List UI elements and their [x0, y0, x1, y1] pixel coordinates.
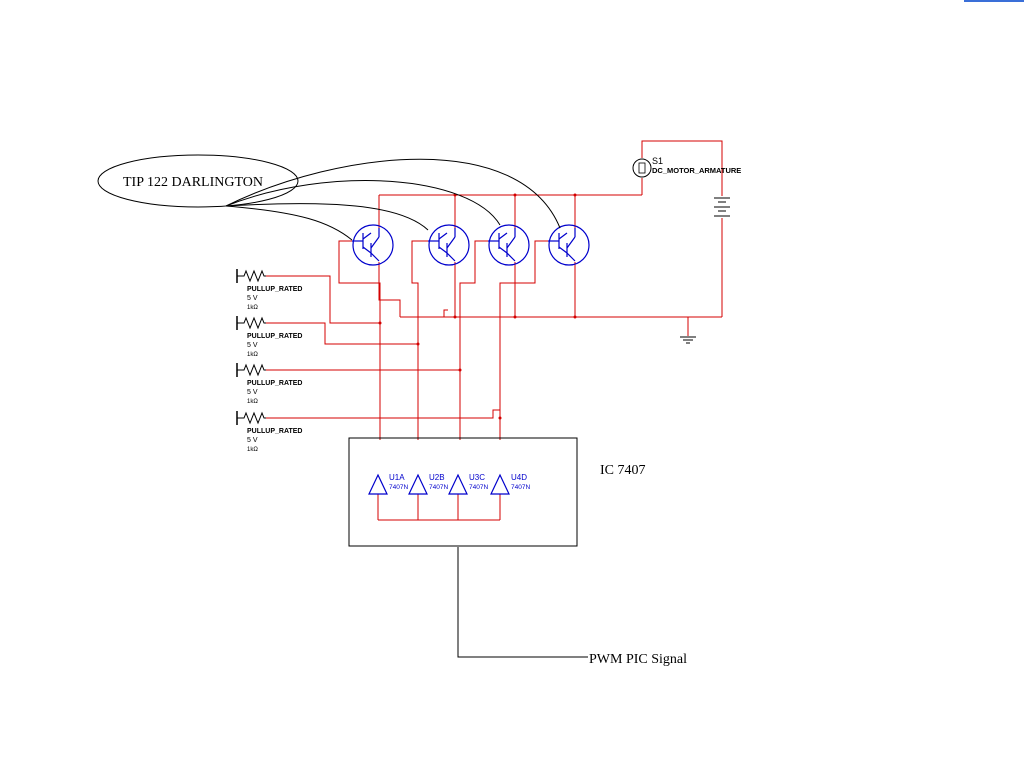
buffers: U1A 7407N U2B 7407N U3C 7407N U4D 7407N [368, 473, 530, 495]
pullup-value: 1kΩ [247, 305, 258, 311]
motor-name: DC_MOTOR_ARMATURE [652, 166, 741, 175]
battery-symbol [714, 197, 730, 217]
transistor-q3 [488, 224, 530, 266]
pullup-voltage: 5 V [247, 437, 258, 444]
pullup-4: PULLUP_RATED 5 V 1kΩ [236, 411, 302, 453]
dc-motor: S1 DC_MOTOR_ARMATURE [632, 156, 741, 178]
buffer-ref: U2B [429, 473, 445, 482]
transistor-q4 [548, 224, 590, 266]
pullup-voltage: 5 V [247, 295, 258, 302]
buffer-ref: U1A [389, 473, 405, 482]
motor-ref: S1 [652, 156, 663, 166]
pullup-value: 1kΩ [247, 399, 258, 405]
buffer-u1a: U1A 7407N [368, 473, 408, 495]
ground-symbol [680, 336, 696, 344]
pullup-voltage: 5 V [247, 342, 258, 349]
pullup-resistors: PULLUP_RATED 5 V 1kΩ PULLUP_RATED 5 V 1k… [236, 269, 302, 453]
pullup-name: PULLUP_RATED [247, 286, 302, 293]
pullup-2: PULLUP_RATED 5 V 1kΩ [236, 316, 302, 358]
buffer-u3c: U3C 7407N [448, 473, 488, 495]
buffer-ref: U4D [511, 473, 527, 482]
transistor-q2 [428, 224, 470, 266]
buffer-part: 7407N [511, 484, 530, 491]
ic-7407-block: IC 7407 [348, 437, 646, 547]
callout-label: TIP 122 DARLINGTON [123, 175, 263, 190]
pullup-voltage: 5 V [247, 389, 258, 396]
darlington-callout: TIP 122 DARLINGTON [97, 154, 561, 241]
pullup-3: PULLUP_RATED 5 V 1kΩ [236, 363, 302, 405]
callout-leaders [225, 158, 561, 241]
pullup-value: 1kΩ [247, 352, 258, 358]
pullup-name: PULLUP_RATED [247, 428, 302, 435]
buffer-part: 7407N [429, 484, 448, 491]
buffer-u4d: U4D 7407N [490, 473, 530, 495]
buffer-ref: U3C [469, 473, 485, 482]
transistor-q1 [352, 224, 394, 266]
ic-label: IC 7407 [600, 463, 646, 478]
pullup-1: PULLUP_RATED 5 V 1kΩ [236, 269, 302, 311]
darlington-transistors [352, 224, 590, 266]
pwm-signal: PWM PIC Signal [457, 547, 687, 667]
buffer-u2b: U2B 7407N [408, 473, 448, 495]
buffer-part: 7407N [469, 484, 488, 491]
pullup-name: PULLUP_RATED [247, 380, 302, 387]
junction-dots [378, 193, 577, 420]
wires [266, 140, 723, 521]
pullup-name: PULLUP_RATED [247, 333, 302, 340]
pwm-label: PWM PIC Signal [589, 652, 687, 667]
buffer-part: 7407N [389, 484, 408, 491]
pullup-value: 1kΩ [247, 447, 258, 453]
